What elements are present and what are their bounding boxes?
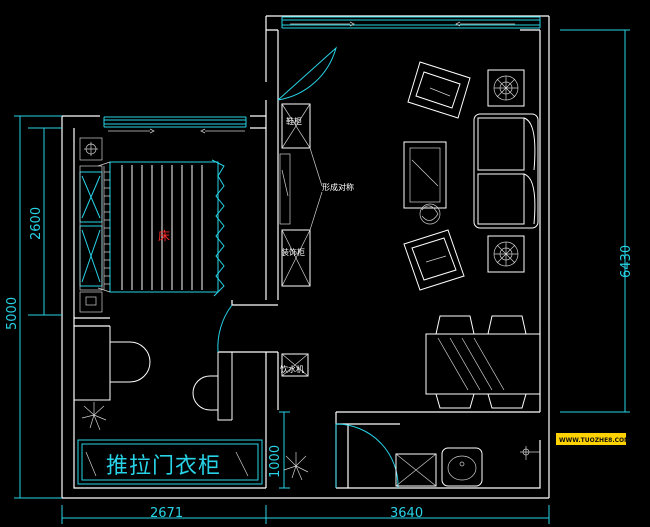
dim-right-height: 6430 bbox=[619, 245, 634, 278]
sofa bbox=[473, 113, 539, 229]
dim-passage: 1000 bbox=[268, 445, 283, 478]
dim-left-height: 5000 bbox=[5, 297, 20, 330]
wardrobe-label: 推拉门衣柜 bbox=[106, 454, 221, 479]
hall-niche bbox=[279, 153, 291, 225]
dining-chairs bbox=[435, 315, 527, 409]
bed-mark: 床 bbox=[158, 229, 170, 243]
watermark-text: WWW.TUOZHE8.COM bbox=[559, 437, 630, 444]
symmetric-label: 形成对称 bbox=[322, 182, 354, 192]
shoe-cabinet bbox=[281, 103, 311, 149]
dim-bedroom-height: 2600 bbox=[29, 207, 44, 240]
decor-cabinet-label: 装饰柜 bbox=[281, 247, 305, 257]
decor-cabinet bbox=[281, 229, 311, 287]
windows bbox=[103, 16, 541, 134]
bed bbox=[97, 159, 225, 297]
bathroom-fixtures bbox=[395, 446, 540, 487]
pillows bbox=[79, 165, 103, 291]
water-dispenser bbox=[281, 353, 309, 377]
study-desk bbox=[74, 326, 233, 421]
side-table-top bbox=[487, 69, 525, 107]
armchair-top bbox=[407, 61, 471, 119]
symmetric-leaders bbox=[309, 147, 323, 231]
walls bbox=[61, 15, 550, 499]
doors bbox=[217, 46, 399, 489]
dim-left-width: 2671 bbox=[150, 506, 183, 521]
shoe-cabinet-label: 鞋柜 bbox=[286, 116, 302, 126]
dim-right-width: 3640 bbox=[390, 506, 423, 521]
coffee-table bbox=[403, 141, 447, 225]
side-table-bottom bbox=[487, 235, 525, 273]
plant-left-icon bbox=[81, 402, 107, 431]
dining-table bbox=[425, 333, 541, 395]
plant-right-icon bbox=[283, 452, 309, 481]
nightstand-lamp bbox=[79, 137, 103, 161]
wardrobe bbox=[77, 439, 263, 485]
nightstand-bottom bbox=[79, 291, 103, 313]
dimension-lines bbox=[14, 29, 630, 524]
water-dispenser-label: 饮水机 bbox=[280, 364, 304, 374]
armchair-bottom bbox=[403, 229, 465, 291]
watermark-badge bbox=[556, 433, 626, 445]
